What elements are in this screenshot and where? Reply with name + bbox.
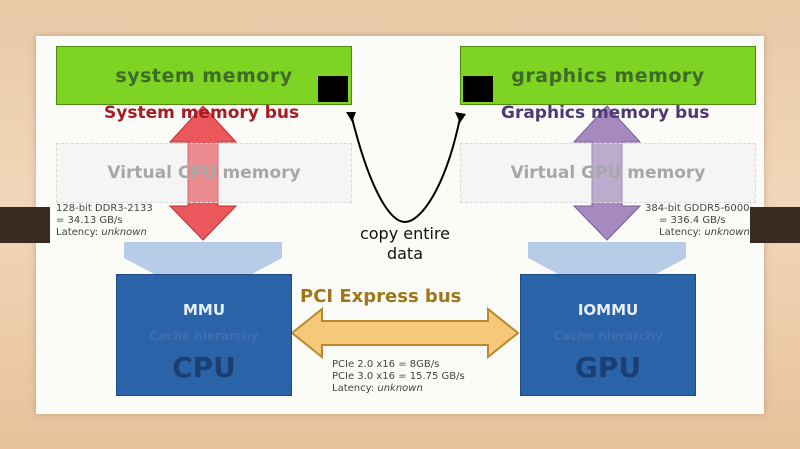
gpu-memory-spec: 384-bit GDDR5-6000 = 336.4 GB/s Latency:… xyxy=(645,203,750,239)
gpu-block: IOMMU Cache hierarchy GPU xyxy=(520,274,696,396)
cpu-cache-label: Cache hierarchy xyxy=(149,329,259,343)
system-memory-bus-arrow xyxy=(168,105,238,241)
virtual-gpu-memory-box: Virtual GPU memory xyxy=(460,143,756,203)
pci-express-bus-arrow xyxy=(290,306,520,360)
virtual-cpu-memory-box: Virtual CPU memory xyxy=(56,143,352,203)
gpu-iommu-label: IOMMU xyxy=(577,301,639,319)
cpu-name-label: CPU xyxy=(172,351,236,384)
cpu-memory-spec: 128-bit DDR3-2133 = 34.13 GB/s Latency: … xyxy=(56,203,153,239)
copy-data-curve xyxy=(351,117,461,224)
pci-express-spec: PCIe 2.0 x16 = 8GB/s PCIe 3.0 x16 = 15.7… xyxy=(332,359,465,395)
virtual-gpu-memory-label: Virtual GPU memory xyxy=(510,163,706,183)
cpu-translucent-funnel xyxy=(124,242,282,300)
left-edge-bar xyxy=(0,207,50,243)
cpu-block: MMU Cache hierarchy CPU xyxy=(116,274,292,396)
copy-curve-arrowhead-left xyxy=(346,112,356,122)
pci-express-bus-label: PCI Express bus xyxy=(300,286,462,307)
virtual-cpu-memory-label: Virtual CPU memory xyxy=(107,163,301,183)
copy-curve-arrowhead-right xyxy=(455,112,466,123)
gpu-spec-line2: = 336.4 GB/s xyxy=(659,215,726,226)
cpu-latency-label: Latency: xyxy=(56,227,99,238)
gpu-translucent-funnel xyxy=(528,242,686,300)
graphics-memory-label: graphics memory xyxy=(511,64,705,87)
gpu-spec-latency: Latency: unknown xyxy=(645,227,750,239)
system-memory-box: system memory xyxy=(56,46,352,105)
pci-spec-latency: Latency: unknown xyxy=(332,383,465,395)
graphics-memory-block xyxy=(463,76,493,102)
cpu-spec-line1: 128-bit DDR3-2133 xyxy=(56,203,153,214)
graphics-memory-bus-label: Graphics memory bus xyxy=(501,103,710,123)
right-edge-bar xyxy=(750,207,800,243)
copy-text-line2: data xyxy=(386,244,424,263)
cpu-mmu-label: MMU xyxy=(182,301,226,319)
cpu-latency-value: unknown xyxy=(101,227,147,238)
pci-latency-value: unknown xyxy=(377,383,423,394)
graphics-memory-box: graphics memory xyxy=(460,46,756,105)
system-memory-block xyxy=(318,76,348,102)
system-memory-bus-label: System memory bus xyxy=(104,103,300,123)
gpu-name-label: GPU xyxy=(574,351,642,384)
copy-data-text: copy entire data xyxy=(340,224,470,264)
pci-spec-line1: PCIe 2.0 x16 = 8GB/s xyxy=(332,359,440,370)
graphics-memory-bus-arrow xyxy=(572,105,642,241)
gpu-cache-label: Cache hierarchy xyxy=(553,329,663,343)
cpu-spec-latency: Latency: unknown xyxy=(56,227,153,239)
gpu-latency-value: unknown xyxy=(704,227,750,238)
cpu-spec-line2: = 34.13 GB/s xyxy=(56,215,123,226)
gpu-spec-line1: 384-bit GDDR5-6000 xyxy=(645,203,750,214)
copy-text-line1: copy entire xyxy=(359,224,451,243)
gpu-latency-label: Latency: xyxy=(659,227,702,238)
system-memory-label: system memory xyxy=(115,64,293,87)
pci-latency-label: Latency: xyxy=(332,383,375,394)
pci-spec-line2: PCIe 3.0 x16 = 15.75 GB/s xyxy=(332,371,465,382)
